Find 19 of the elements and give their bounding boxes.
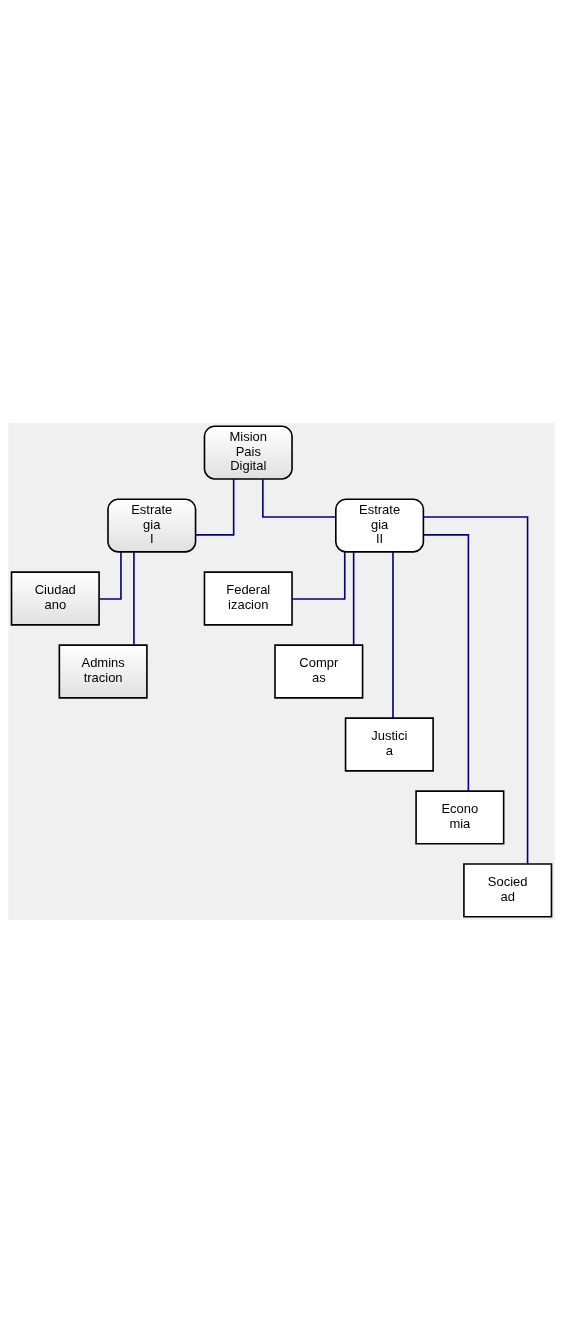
- connector: [98, 551, 122, 600]
- node-box: Admins tracion: [58, 644, 148, 699]
- node-box: Socied ad: [463, 863, 553, 918]
- connector: [133, 551, 135, 646]
- connector: [291, 551, 346, 600]
- node-box: Compr as: [274, 644, 364, 699]
- connector: [262, 478, 337, 518]
- connector: [422, 534, 470, 792]
- node-box: Federal izacion: [203, 571, 293, 626]
- connector: [422, 516, 529, 865]
- connector: [352, 551, 355, 646]
- node-box: Econo mia: [415, 790, 505, 845]
- node-box: Mision Pais Digital: [203, 425, 293, 480]
- node-box: Estrate gia II: [335, 498, 425, 553]
- node-box: Ciudad ano: [10, 571, 100, 626]
- connector: [392, 551, 394, 719]
- node-box: Justici a: [344, 717, 434, 772]
- connector: [194, 478, 235, 536]
- node-box: Estrate gia I: [107, 498, 197, 553]
